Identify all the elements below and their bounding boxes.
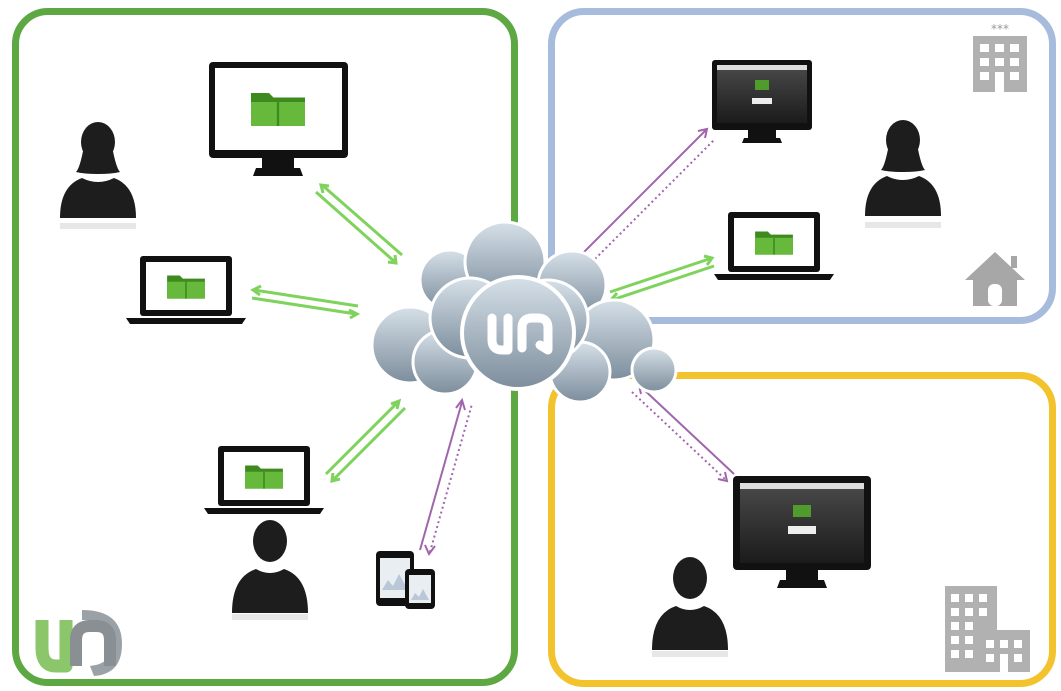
- person-shadow: [60, 223, 136, 229]
- central-cloud: [370, 220, 678, 404]
- owncloud-brand-logo: [34, 606, 126, 676]
- person-icon: [865, 120, 941, 216]
- desktop-monitor-work: [733, 476, 871, 588]
- person-shadow: [652, 651, 728, 657]
- desktop-monitor-home: [712, 60, 812, 143]
- person-icon: [60, 122, 136, 218]
- office-building-icon: [945, 586, 1030, 672]
- folder-icon: [249, 91, 307, 128]
- person-icon: [232, 520, 308, 613]
- folder-icon: [244, 464, 284, 490]
- tablet-phone-icon: [376, 551, 435, 609]
- folder-icon: [166, 274, 206, 300]
- sync-arrows: [250, 183, 715, 483]
- hotel-stars: ***: [991, 22, 1009, 36]
- house-icon: [965, 252, 1025, 306]
- person-shadow: [232, 614, 308, 620]
- hotel-building-icon: ***: [973, 22, 1027, 92]
- person-icon: [652, 557, 728, 650]
- person-shadow: [865, 222, 941, 228]
- folder-icon: [754, 230, 794, 256]
- owncloud-logo-icon: [487, 313, 553, 355]
